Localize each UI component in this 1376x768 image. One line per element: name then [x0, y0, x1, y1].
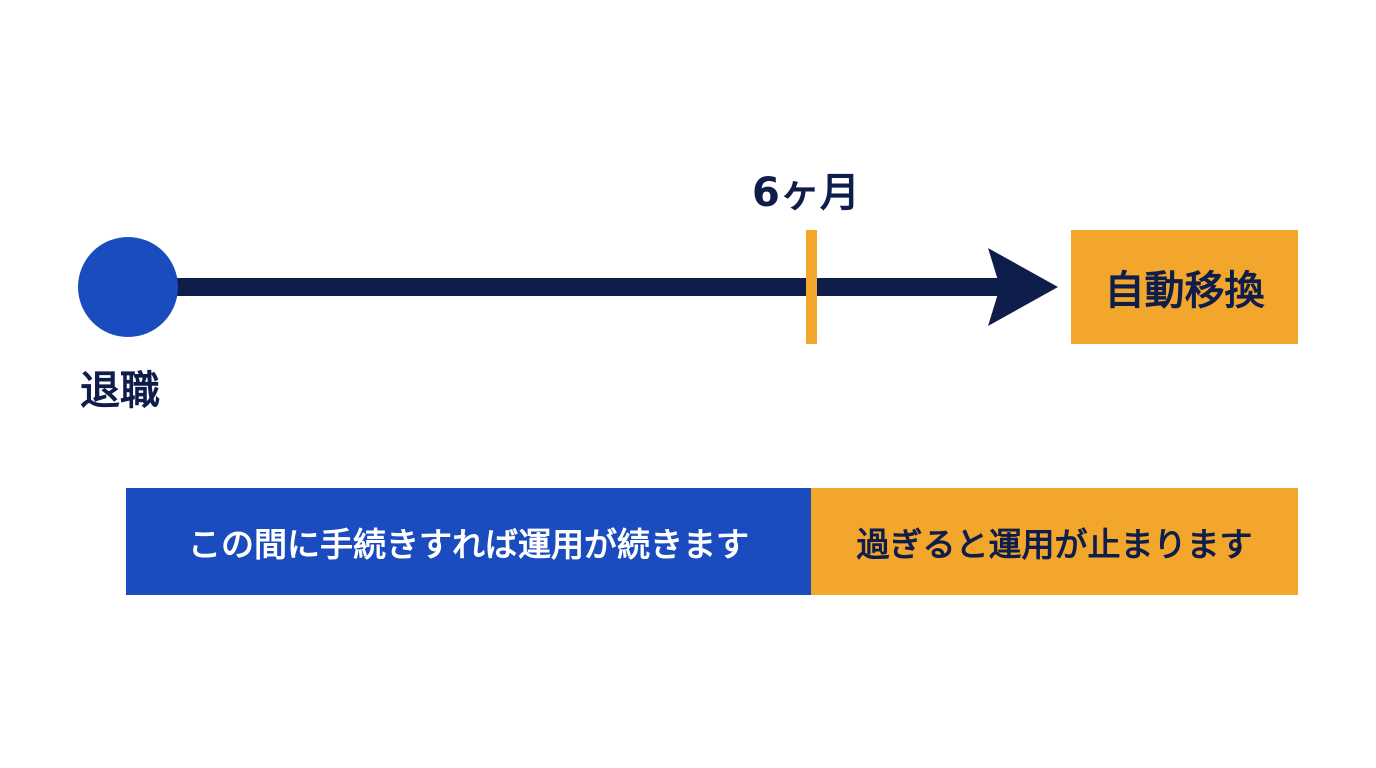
milestone-label: 6ヶ月 — [752, 170, 860, 216]
period-before-text: この間に手続きすれば運用が続きます — [188, 524, 749, 564]
period-after-bar: 過ぎると運用が止まります — [811, 488, 1298, 595]
timeline-line — [160, 278, 1000, 296]
end-label: 自動移換 — [1104, 268, 1265, 314]
arrow-head-icon — [988, 248, 1058, 326]
start-point-marker — [78, 237, 178, 337]
start-label: 退職 — [80, 368, 160, 414]
period-before-bar: この間に手続きすれば運用が続きます — [126, 488, 811, 595]
period-after-text: 過ぎると運用が止まります — [856, 524, 1253, 564]
milestone-tick — [806, 230, 817, 344]
end-box: 自動移換 — [1071, 230, 1298, 344]
